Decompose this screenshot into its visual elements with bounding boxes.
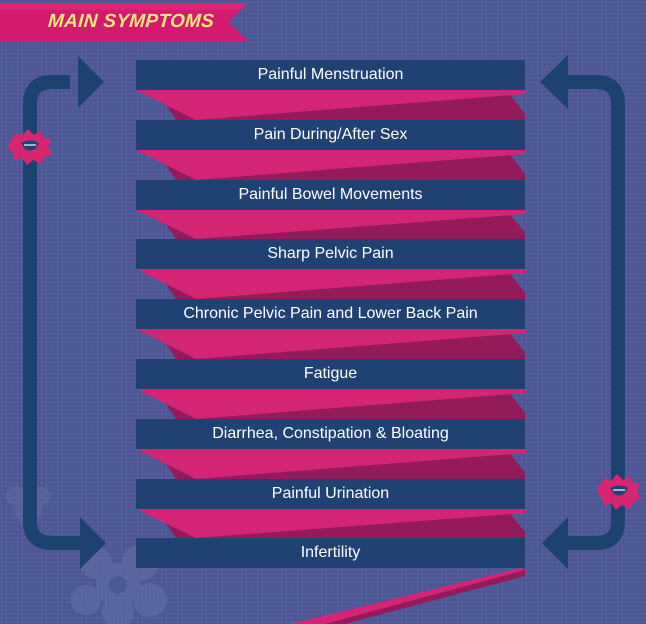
symptom-bar [136,359,525,389]
page-title: MAIN SYMPTOMS [47,11,215,32]
uterus-icon [8,129,52,165]
left-loop-arrow [23,56,106,569]
symptom-label: Fatigue [303,365,358,382]
header-banner [0,3,248,41]
symptom-label: Painful Bowel Movements [238,186,423,203]
uterus-icon [597,474,641,510]
flower-icon [71,545,167,624]
symptom-bar [136,538,525,568]
ribbon-strip [290,568,525,624]
symptom-label: Chronic Pelvic Pain and Lower Back Pain [183,305,478,322]
arrow-head-icon [78,56,104,108]
bar-layer [136,60,525,568]
arrow-head-icon [540,55,568,109]
ribbon-layer [136,86,525,624]
arrow-head-icon [80,517,106,569]
ribbon-strip [136,86,525,120]
symptom-label: Painful Menstruation [257,66,404,83]
symptom-label: Diarrhea, Constipation & Bloating [212,425,449,442]
symptom-bar [136,239,525,269]
symptom-label: Infertility [300,544,361,561]
symptom-bar [136,419,525,449]
right-loop-arrow [540,55,625,569]
ribbon-strip [136,206,525,239]
symptom-bar [136,60,525,90]
symptom-bar [136,299,525,329]
symptom-label: Sharp Pelvic Pain [267,245,394,262]
symptom-label: Painful Urination [271,485,390,502]
ribbon-strip [136,385,525,419]
ribbon-strip [136,325,525,359]
symptom-bar [136,180,525,210]
ribbon-strip [136,505,525,538]
ribbon-strip [136,445,525,479]
ribbon-strip [136,146,525,180]
ribbon-strip [136,265,525,299]
symptom-label: Pain During/After Sex [253,126,408,143]
symptom-bar [136,479,525,509]
arrow-head-icon [542,517,568,569]
symptom-bar [136,120,525,150]
